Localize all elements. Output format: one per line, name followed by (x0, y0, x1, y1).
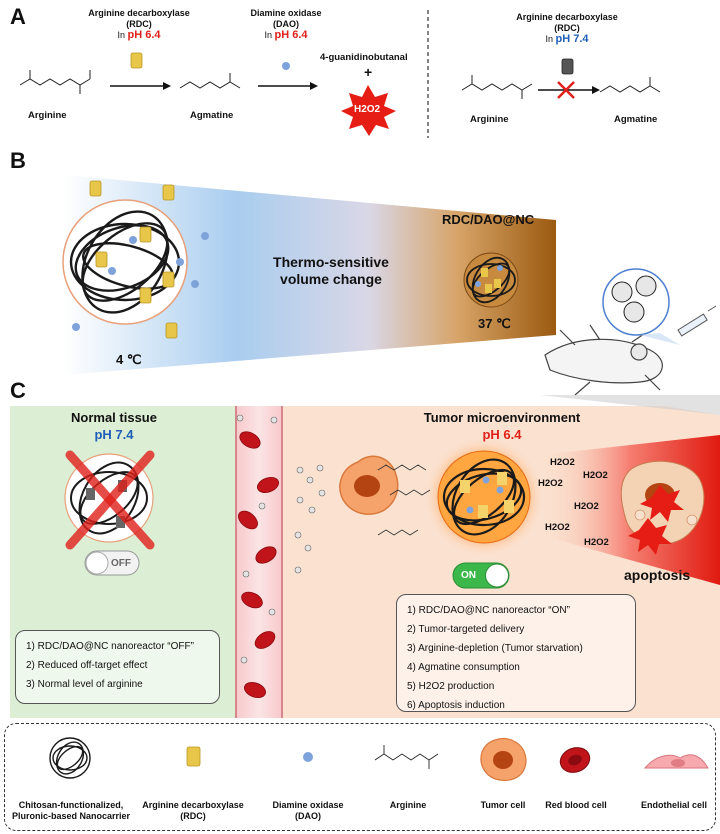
expanded-nanocarrier (62, 199, 188, 325)
list-item: 3) Normal level of arginine (26, 679, 143, 690)
panel-a-label: A (10, 4, 26, 29)
active-nanocarrier (437, 450, 531, 544)
arginine-label: Arginine (28, 110, 67, 121)
tumor-title: Tumor microenvironment (423, 410, 581, 425)
off-toggle-label: OFF (111, 558, 131, 569)
product-label: 4-guanidinobutanal (320, 52, 408, 63)
legend-dao-label: Diamine oxidase(DAO) (272, 800, 344, 821)
mouse-illustration (544, 324, 663, 396)
h2o2-text: H2O2 (550, 457, 575, 468)
legend-endothelial-label: Endothelial cell (640, 800, 707, 810)
tumor-ph-label: pH 6.4 (482, 427, 522, 442)
legend-arginine-icon (374, 745, 439, 769)
arginine-structure-1 (19, 70, 91, 94)
list-item: 4) Agmatine consumption (407, 662, 520, 673)
list-item: 2) Tumor-targeted delivery (407, 624, 525, 635)
red-blood-cells (238, 431, 280, 698)
list-item: 6) Apoptosis induction (407, 700, 505, 711)
legend-dao-icon (303, 752, 313, 762)
legend-nanocarrier-label: Chitosan-functionalized,Pluronic-based N… (11, 800, 131, 821)
h2o2-text: H2O2 (574, 501, 599, 512)
arginine-structure-2 (461, 75, 533, 99)
dao-particles-b (72, 232, 209, 331)
h2o2-text: H2O2 (584, 537, 609, 548)
rdc-particles-b (89, 180, 178, 339)
agmatine-structure-2 (599, 77, 661, 93)
list-item: 3) Arginine-depletion (Tumor starvation) (407, 643, 583, 654)
panel-b-label: B (10, 148, 26, 173)
normal-tissue-title: Normal tissue (71, 410, 157, 425)
dao-enzyme-icon (282, 62, 290, 70)
normal-ph-label: pH 7.4 (94, 427, 134, 442)
legend-tumor-cell-label: Tumor cell (480, 800, 526, 810)
h2o2-burst-icon (341, 85, 396, 136)
inactive-rdc-icon (561, 58, 574, 75)
h2o2-text: H2O2 (583, 470, 608, 481)
thermo-label: Thermo-sensitive volume change (273, 254, 389, 287)
agmatine-structure-1 (179, 73, 241, 89)
rdc-enzyme-label: Arginine decarboxylase (RDC) In pH 6.4 (88, 8, 190, 41)
legend-arginine-label: Arginine (389, 800, 427, 810)
legend-rdc-icon (186, 746, 201, 767)
list-item: 5) H2O2 production (407, 681, 495, 692)
zoom-nanocarriers (611, 275, 657, 323)
panel-c-label: C (10, 378, 26, 403)
legend-box (4, 723, 716, 831)
nanocarriers-in-vessel (236, 414, 326, 664)
arginine-molecules-c (377, 464, 431, 536)
agmatine-label-2: Agmatine (614, 114, 658, 125)
compact-nanocarrier (463, 252, 519, 308)
list-item: 2) Reduced off-target effect (26, 660, 148, 671)
normal-effects-list: 1) RDC/DAO@NC nanoreactor “OFF” 2) Reduc… (15, 630, 220, 704)
legend-rdc-label: Arginine decarboxylase(RDC) (142, 800, 244, 821)
agmatine-label: Agmatine (190, 110, 234, 121)
list-item: 1) RDC/DAO@NC nanoreactor “OFF” (26, 641, 194, 652)
rdc-enzyme-label-2: Arginine decarboxylase (RDC) In pH 7.4 (516, 12, 618, 45)
h2o2-text: H2O2 (545, 522, 570, 533)
syringe-icon (677, 305, 717, 337)
temp-low-label: 4 ℃ (116, 352, 142, 367)
legend-tumor-cell-icon (480, 738, 527, 781)
temp-high-label: 37 ℃ (478, 316, 511, 331)
list-item: 1) RDC/DAO@NC nanoreactor “ON” (407, 605, 570, 616)
thermo-gradient-band (64, 175, 556, 375)
rdc-enzyme-icon (130, 52, 143, 69)
expanded-nanocarrier-mesh (69, 210, 181, 314)
legend-rbc-label: Red blood cell (545, 800, 607, 810)
dao-enzyme-label: Diamine oxidase (DAO) In pH 6.4 (250, 8, 322, 41)
on-toggle-label: ON (461, 570, 476, 581)
tumor-effects-list: 1) RDC/DAO@NC nanoreactor “ON” 2) Tumor-… (396, 594, 636, 712)
apoptosis-label: apoptosis (624, 567, 691, 583)
plus-sign: + (364, 64, 373, 80)
legend-nanocarrier-icon (49, 737, 91, 779)
h2o2-text: H2O2 (538, 478, 563, 489)
nanoreactor-title: RDC/DAO@NC (442, 212, 535, 227)
apoptotic-cell-cluster (620, 460, 705, 555)
arginine-label-2: Arginine (470, 114, 509, 125)
h2o2-label: H2O2 (354, 104, 381, 115)
